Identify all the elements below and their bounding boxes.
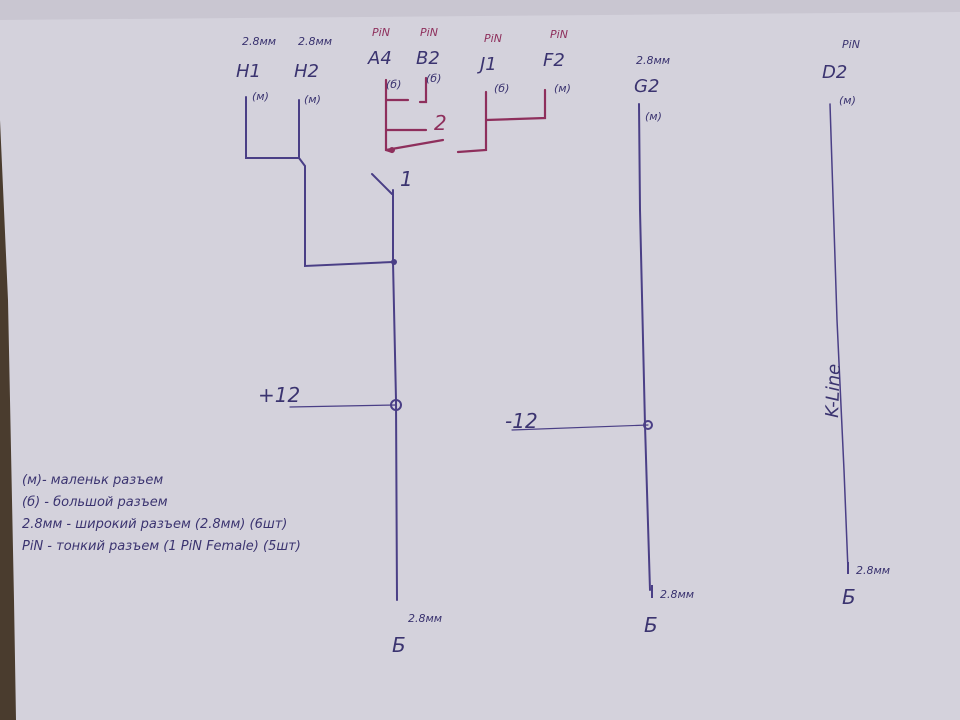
- connector-type: Б: [842, 585, 856, 609]
- connector-name: J1: [477, 54, 497, 75]
- connector-type: (м): [554, 82, 571, 95]
- minus12-label: -12: [505, 409, 538, 433]
- connector-name: G2: [634, 76, 659, 97]
- red-wires: [384, 76, 547, 154]
- paper-top-shade: [0, 0, 960, 20]
- size-label: 2.8мм: [298, 35, 332, 48]
- size-label: PiN: [420, 26, 438, 39]
- legend-line-1: (м)- маленьк разъем: [22, 473, 163, 488]
- kline-label: K-Line: [822, 363, 845, 418]
- bottom-connector-2: 2.8мм Б: [644, 588, 694, 637]
- connector-name: H1: [236, 61, 261, 82]
- wire-f2: [484, 88, 547, 122]
- legend-line-3: 2.8мм - широкий разъем (2.8мм) (6шт): [22, 517, 287, 532]
- connector-j1: PiN J1 (б): [477, 32, 509, 95]
- switch-2-blade: [384, 138, 445, 152]
- size-label: PiN: [842, 38, 860, 51]
- connector-name: D2: [822, 62, 847, 83]
- wires: [245, 96, 849, 601]
- connector-f2: PiN F2 (м): [543, 28, 571, 95]
- connector-type: (м): [252, 90, 269, 103]
- size-label: PiN: [484, 32, 502, 45]
- size-label: 2.8мм: [856, 564, 890, 577]
- size-label: 2.8мм: [660, 588, 694, 601]
- connector-type: (м): [304, 93, 321, 106]
- switch-1-label: 1: [400, 167, 413, 191]
- legend-line-4: PiN - тонкий разъем (1 PiN Female) (5шт): [22, 539, 301, 554]
- bottom-connector-3: 2.8мм Б: [842, 564, 890, 609]
- connector-name: F2: [543, 50, 565, 71]
- bottom-connector-1: 2.8мм Б: [392, 612, 442, 657]
- wire-kline: [829, 103, 849, 571]
- legend-line-2: (б) - большой разъем: [22, 495, 168, 510]
- connector-h1: 2.8мм H1 (м): [236, 35, 276, 103]
- connector-name: B2: [416, 48, 440, 69]
- connector-name: H2: [294, 61, 319, 82]
- size-label: PiN: [550, 28, 568, 41]
- connector-type: (м): [645, 110, 662, 123]
- connector-type: (б): [426, 72, 441, 85]
- wire-j1: [456, 90, 488, 154]
- connector-name: A4: [367, 48, 392, 69]
- connector-h2: 2.8мм H2 (м): [294, 35, 332, 106]
- legend: (м)- маленьк разъем (б) - большой разъем…: [22, 473, 301, 554]
- connector-b2: PiN B2 (б): [416, 26, 441, 85]
- junction-dot-plus: [390, 399, 402, 411]
- connector-type: Б: [392, 633, 406, 657]
- switch-1-blade: [371, 173, 393, 195]
- junction-dot-red: [389, 147, 395, 153]
- connector-type: Б: [644, 613, 658, 637]
- junction-dot-minus: [643, 420, 653, 430]
- size-label: 2.8мм: [242, 35, 276, 48]
- connector-a4: PiN A4 (б): [367, 26, 401, 91]
- size-label: 2.8мм: [636, 54, 670, 67]
- size-label: PiN: [372, 26, 390, 39]
- connector-type: (б): [386, 78, 401, 91]
- wire-g2: [638, 103, 651, 591]
- wire-minus12: [511, 424, 649, 431]
- wire-plus12: [289, 404, 397, 408]
- size-label: 2.8мм: [408, 612, 442, 625]
- wire-main-vertical: [392, 189, 398, 601]
- junction-dot-main: [391, 259, 397, 265]
- wire-b2: [418, 76, 428, 104]
- connector-d2: PiN D2 (м): [822, 38, 860, 107]
- wire-h-join: [298, 157, 394, 268]
- connector-type: (б): [494, 82, 509, 95]
- plus12-label: +12: [258, 383, 300, 407]
- connector-g2: 2.8мм G2 (м): [634, 54, 670, 123]
- connector-type: (м): [839, 94, 856, 107]
- wire-h1: [245, 96, 300, 159]
- switch-2-label: 2: [434, 111, 447, 135]
